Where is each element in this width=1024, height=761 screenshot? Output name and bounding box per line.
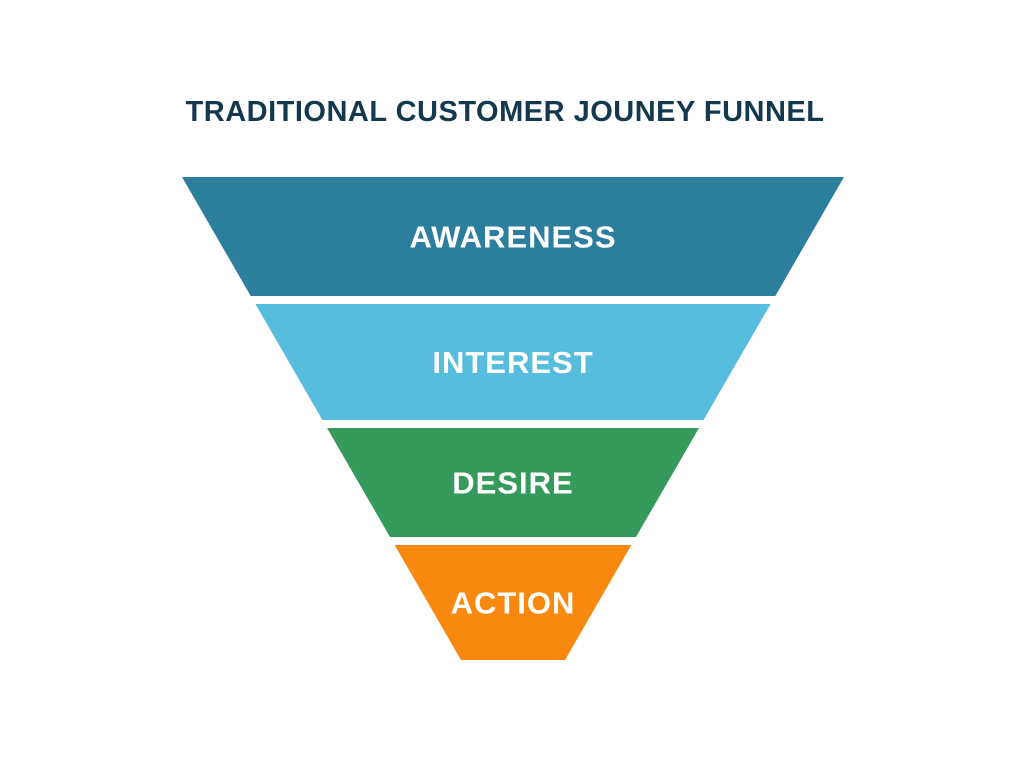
funnel-stage-awareness [182,177,844,296]
funnel-stage-label-action: ACTION [451,586,576,621]
funnel-stage-label-interest: INTEREST [432,345,593,380]
page-title: TRADITIONAL CUSTOMER JOUNEY FUNNEL [185,96,825,128]
funnel-stage-desire [327,428,699,537]
funnel-stage-label-awareness: AWARENESS [409,220,616,255]
funnel-stage-action [394,545,632,660]
funnel-stage-interest [255,304,771,420]
funnel-stage-label-desire: DESIRE [452,466,573,501]
